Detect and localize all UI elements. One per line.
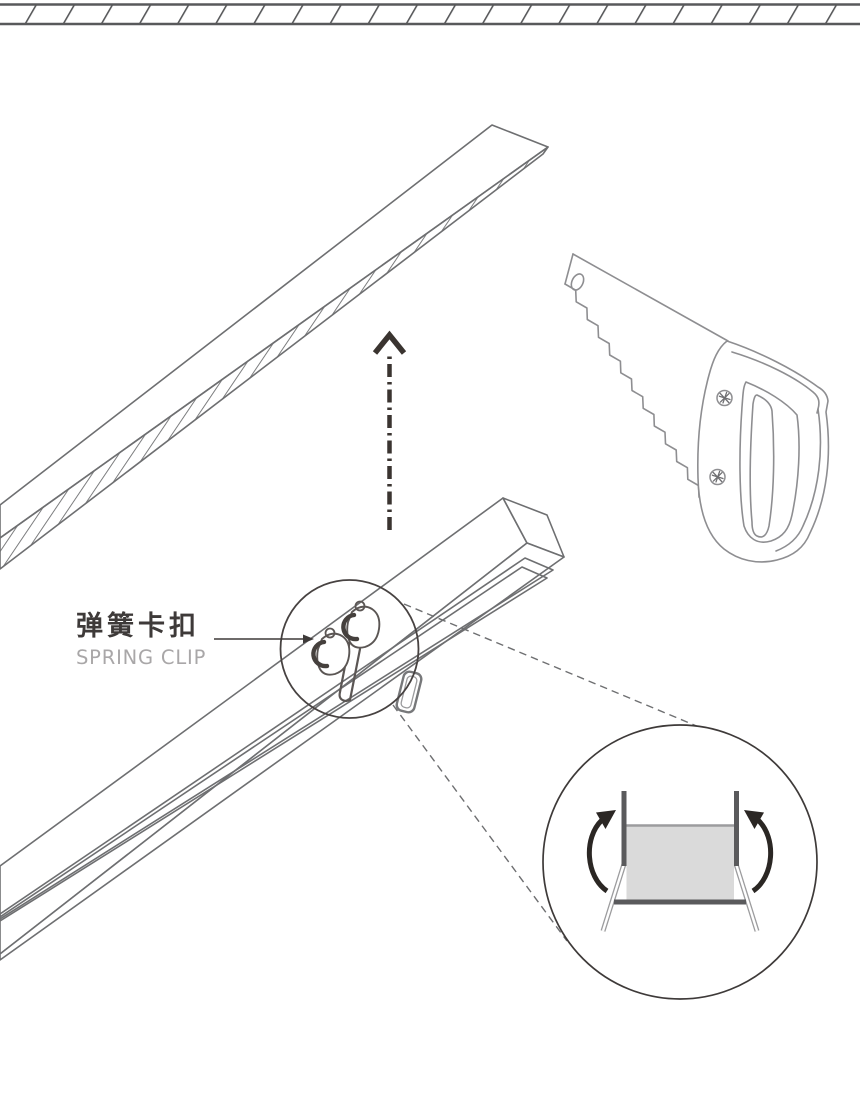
saw-screw-bottom [709,468,726,486]
rotation-arrow-left [587,818,609,894]
insert-direction-arrow [372,330,407,530]
detail-spring-legs [600,863,760,932]
recessed-channel-profile [0,497,565,961]
channel-groove-outer [0,557,554,920]
zoom-projection-lines [392,603,700,942]
channel-top-face [0,497,528,955]
ceiling-hatch-band [0,3,860,26]
handsaw [564,253,830,563]
channel-front-face [0,542,565,961]
rotation-arrow-right [751,818,773,894]
label-leader-arrowhead [303,634,314,644]
spring-clip-wire-u [338,638,362,703]
detail-right-wall [734,791,739,866]
projection-line-upper [403,603,700,728]
ceiling-hatch-fill [0,5,860,24]
channel-groove-inner [0,566,548,922]
spring-clip-label: 弹簧卡扣 SPRING CLIP [76,610,314,669]
saw-blade-top-edge [572,253,729,342]
saw-teeth [564,283,706,506]
lifted-bar-top-face [0,124,549,539]
detail-bottom-flange [614,899,746,905]
detail-profile-body [626,824,734,901]
detail-left-wall [621,791,627,866]
lifted-bar-hatched-side [0,146,549,570]
spring-clip [311,600,381,703]
saw-grip-bar [749,394,775,538]
saw-handle-right-inner-edge [775,408,822,552]
cross-section-detail [542,724,818,1000]
projection-line-lower [392,704,568,942]
insert-direction-arrow-head [372,330,407,355]
saw-screw-top [716,389,733,407]
spring-clip-callout [279,579,420,719]
saw-blade-tip-edge [564,253,574,285]
label-spring-clip-en: SPRING CLIP [76,646,206,669]
clip-pull-tab [395,670,423,714]
saw-blade-hole [570,273,585,291]
spring-clip-right [341,600,381,649]
saw-handle-top-inner-edge [731,351,820,414]
detail-rotation-arrows [587,810,773,894]
lifted-profile-bar [0,124,549,570]
label-spring-clip-zh: 弹簧卡扣 [76,610,200,642]
spring-clip-left [311,627,351,676]
